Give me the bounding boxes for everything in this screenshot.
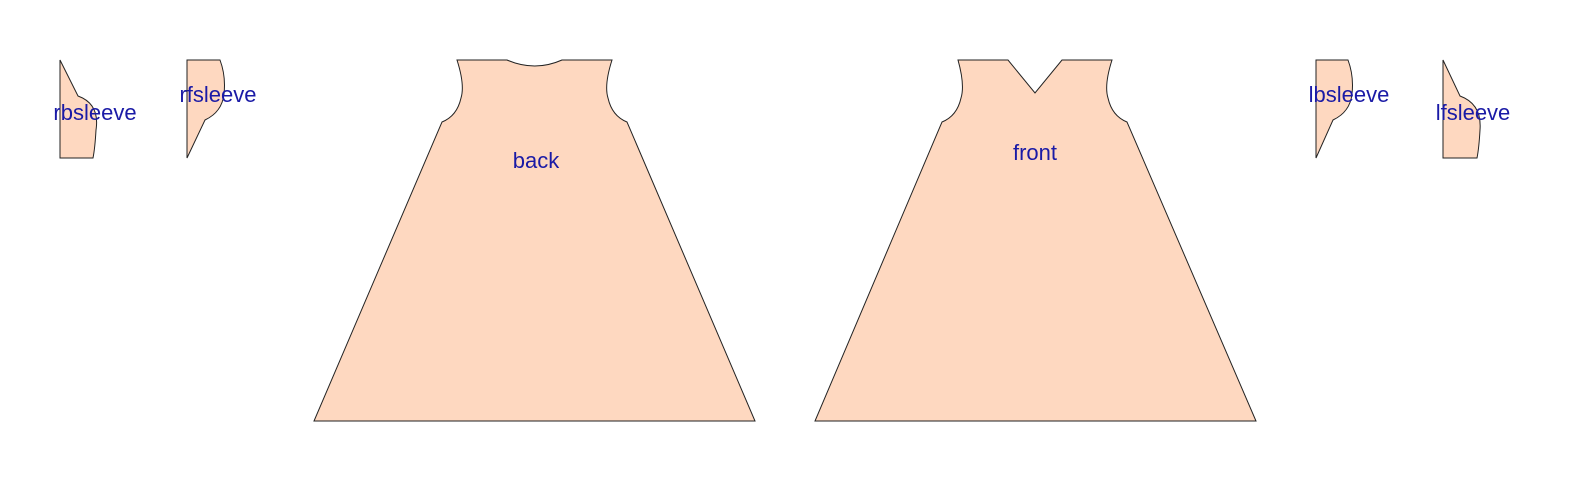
piece-rfsleeve: rfsleeve: [179, 59, 257, 159]
rfsleeve-shape: [186, 59, 225, 159]
rbsleeve-label: rbsleeve: [53, 100, 136, 125]
piece-back: back: [313, 59, 756, 422]
lbsleeve-label: lbsleeve: [1309, 82, 1390, 107]
lfsleeve-label: lfsleeve: [1436, 100, 1511, 125]
rfsleeve-label: rfsleeve: [179, 82, 256, 107]
back-label: back: [513, 148, 560, 173]
back-shape: [313, 59, 756, 422]
lfsleeve-shape: [1442, 59, 1481, 159]
rbsleeve-shape: [59, 59, 98, 159]
piece-lbsleeve: lbsleeve: [1309, 59, 1390, 159]
piece-rbsleeve: rbsleeve: [53, 59, 137, 159]
piece-front: front: [814, 59, 1257, 422]
front-label: front: [1013, 140, 1057, 165]
lbsleeve-shape: [1315, 59, 1353, 159]
piece-lfsleeve: lfsleeve: [1436, 59, 1511, 159]
front-shape: [814, 59, 1257, 422]
